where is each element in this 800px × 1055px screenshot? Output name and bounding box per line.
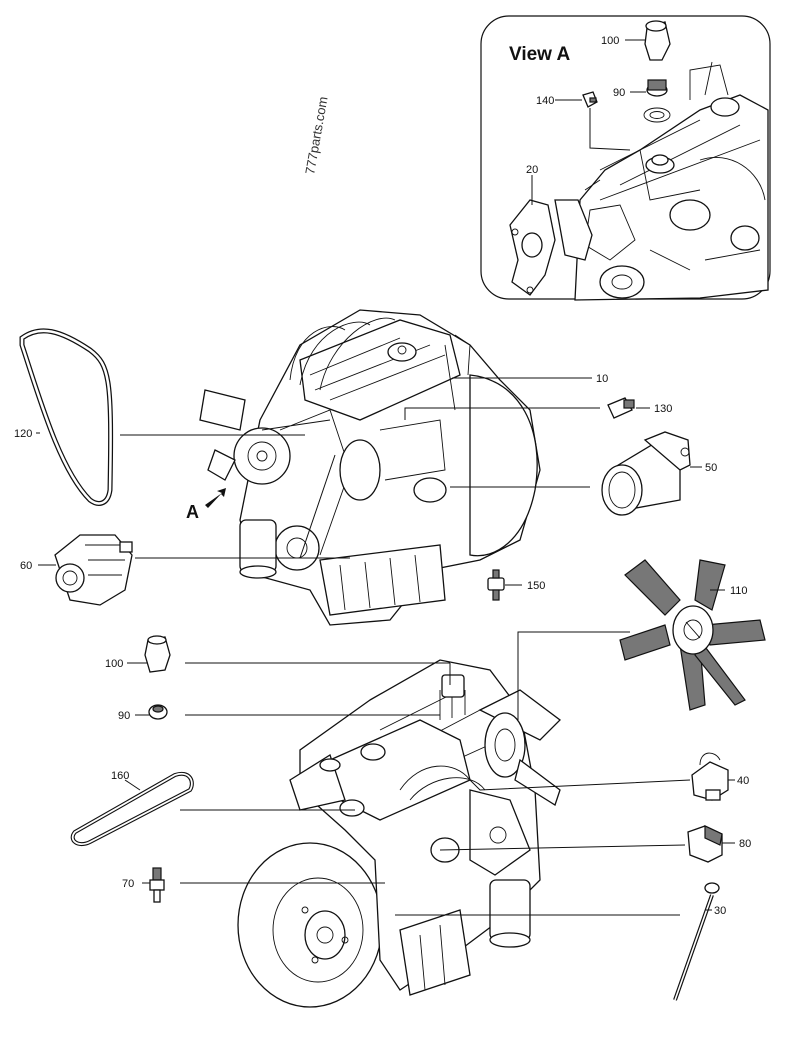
callout-80: 80: [739, 838, 751, 850]
callout-90-a: 90: [613, 87, 625, 99]
callout-50: 50: [705, 462, 717, 474]
cooling-fan-part-110: [619, 559, 766, 711]
callout-130: 130: [654, 403, 672, 415]
watermark: 777parts.com: [302, 95, 330, 175]
view-arrow-icon: [205, 488, 226, 508]
callout-90-b: 90: [118, 710, 130, 722]
v-belt-part-120: [19, 328, 114, 506]
thermostat-part-b: [148, 704, 168, 720]
callout-20: 20: [526, 164, 538, 176]
leader-140-b: [589, 108, 631, 151]
view-a-inset: View A: [480, 15, 771, 301]
view-arrow-label: A: [186, 502, 199, 522]
callout-110: 110: [730, 585, 748, 597]
lower-leader-lines: [124, 631, 735, 916]
callout-120: 120: [14, 428, 32, 440]
fuel-pump-part-40: [691, 752, 729, 801]
starter-motor-part-50: [601, 431, 691, 516]
thermostat-part-a: [643, 79, 671, 123]
thermostat-housing-part-a: [644, 20, 671, 61]
belt-part-160: [70, 771, 194, 847]
callout-30: 30: [714, 905, 726, 917]
callout-160: 160: [111, 770, 129, 782]
upper-engine-illustration: [199, 309, 541, 626]
callout-70: 70: [122, 878, 134, 890]
callout-10: 10: [596, 373, 608, 385]
upper-leader-lines: [36, 377, 725, 591]
lower-engine-illustration: [237, 659, 561, 1008]
sensor-part-150: [487, 569, 505, 601]
dipstick-part-30: [673, 882, 720, 1001]
view-a-title: View A: [509, 44, 571, 65]
thermostat-housing-part-b: [144, 635, 171, 673]
callout-60: 60: [20, 560, 32, 572]
callout-100-a: 100: [601, 35, 619, 47]
callout-40: 40: [737, 775, 749, 787]
view-a-arrow: A: [186, 488, 226, 522]
sensor-part-130: [607, 397, 635, 419]
callout-100-b: 100: [105, 658, 123, 670]
sensor-part-140: [582, 91, 598, 108]
callout-150: 150: [527, 580, 545, 592]
bracket-part-80: [687, 825, 723, 863]
glow-plug-part-70: [149, 867, 165, 903]
view-a-engine-detail: [574, 61, 769, 301]
water-pump-part-20: [509, 199, 593, 296]
callout-140: 140: [536, 95, 554, 107]
alternator-part-60: [54, 534, 133, 606]
